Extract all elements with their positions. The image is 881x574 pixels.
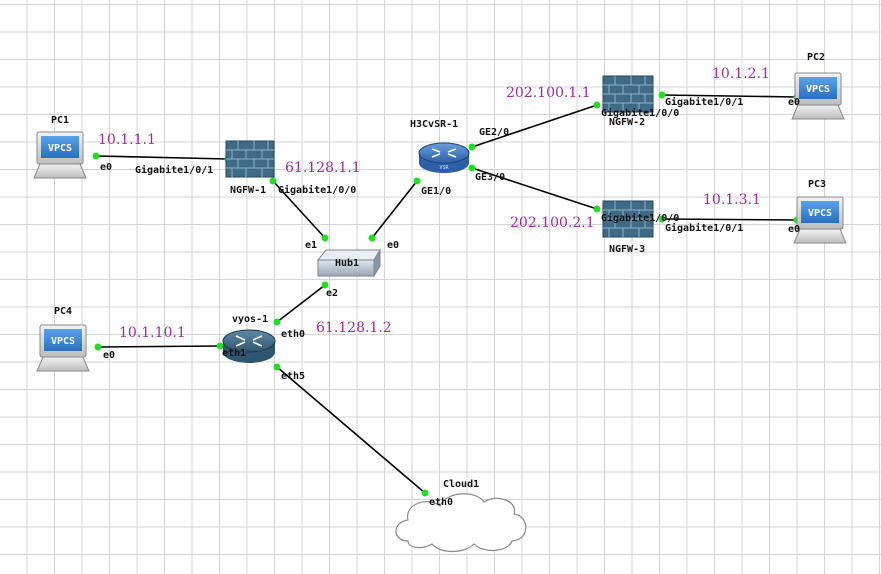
links <box>95 94 798 494</box>
link-router-ngfw3[interactable] <box>471 167 598 210</box>
hub-node[interactable] <box>316 248 381 278</box>
endpoint-dot <box>94 343 102 351</box>
cloud-icon <box>395 493 527 553</box>
brick-firewall-icon <box>602 75 654 113</box>
ip-annotation: 10.1.3.1 <box>703 192 761 208</box>
port-label: Gigabite1/0/1 <box>665 97 744 108</box>
ip-annotation: 202.100.2.1 <box>510 215 595 231</box>
port-label: GE3/0 <box>475 172 506 183</box>
link-hub-vyos[interactable] <box>276 284 326 323</box>
vpcs-pc-icon: VPCS <box>36 324 90 372</box>
endpoint-dot <box>321 281 329 289</box>
port-label: e0 <box>103 350 116 361</box>
pc1-node[interactable]: VPCS <box>33 131 87 179</box>
pc1-label: PC1 <box>51 115 70 126</box>
router-node[interactable]: VSR <box>418 142 470 173</box>
link-router-ngfw2[interactable] <box>471 104 598 148</box>
vyos-label: vyos-1 <box>232 314 269 325</box>
port-label: Gigabite1/0/0 <box>601 108 680 119</box>
link-hub-router[interactable] <box>371 180 418 239</box>
endpoint-dot <box>273 363 281 371</box>
vpcs-screen-label: VPCS <box>808 208 832 219</box>
endpoint-dot <box>216 342 224 350</box>
router-icon <box>222 329 276 363</box>
port-label: GE1/0 <box>421 186 452 197</box>
ngfw3-node[interactable] <box>602 200 654 238</box>
port-label: e1 <box>305 240 318 251</box>
endpoint-dot <box>593 101 601 109</box>
port-label: Gigabite1/0/1 <box>665 223 744 234</box>
endpoint-dot <box>92 152 100 160</box>
pc4-node[interactable]: VPCS <box>36 324 90 372</box>
cloud-node[interactable] <box>395 493 527 553</box>
port-label: e0 <box>100 162 113 173</box>
endpoint-dot <box>658 215 666 223</box>
router-badge: VSR <box>439 165 449 171</box>
port-label: eth1 <box>222 348 247 359</box>
port-label: Gigabite1/0/1 <box>135 165 214 176</box>
ip-annotation: 10.1.10.1 <box>119 325 186 341</box>
vyos-node[interactable] <box>222 329 276 363</box>
endpoint-dot <box>421 489 429 497</box>
endpoint-dot <box>368 234 376 242</box>
port-label: Gigabite1/0/0 <box>601 213 680 224</box>
ngfw1-label: NGFW-1 <box>230 185 267 196</box>
port-label: e0 <box>788 97 801 108</box>
port-label: GE2/0 <box>479 127 510 138</box>
endpoint-dot <box>413 177 421 185</box>
link-vyos-cloud[interactable] <box>276 366 426 494</box>
endpoint-dot <box>468 143 476 151</box>
ip-annotation: 61.128.1.2 <box>316 320 392 336</box>
ngfw2-node[interactable] <box>602 75 654 113</box>
endpoint-dot <box>269 177 277 185</box>
link-pc1-ngfw1[interactable] <box>95 155 229 160</box>
vpcs-pc-icon: VPCS <box>33 131 87 179</box>
port-label: e2 <box>326 288 339 299</box>
port-label: e0 <box>387 240 400 251</box>
brick-firewall-icon <box>602 200 654 238</box>
router-label: H3CvSR-1 <box>410 119 459 130</box>
vpcs-screen-label: VPCS <box>48 143 72 154</box>
port-label: eth0 <box>281 329 306 340</box>
ngfw3-label: NGFW-3 <box>609 244 646 255</box>
pc4-label: PC4 <box>54 306 73 317</box>
link-ngfw2-pc2[interactable] <box>661 94 798 98</box>
pc3-label: PC3 <box>808 179 827 190</box>
port-label: Gigabite1/0/0 <box>278 185 357 196</box>
vpcs-screen-label: VPCS <box>806 84 830 95</box>
ip-annotation: 10.1.2.1 <box>712 66 770 82</box>
ip-annotation: 10.1.1.1 <box>98 132 156 148</box>
pc3-node[interactable]: VPCS <box>793 196 847 244</box>
link-ngfw1-hub[interactable] <box>272 180 326 239</box>
ip-annotation: 61.128.1.1 <box>285 160 361 176</box>
vpcs-pc-icon: VPCS <box>793 196 847 244</box>
endpoint-dot <box>273 318 281 326</box>
router-icon: VSR <box>418 142 470 173</box>
ngfw2-label: NGFW-2 <box>609 117 646 128</box>
vpcs-screen-label: VPCS <box>51 336 75 347</box>
ip-annotation: 202.100.1.1 <box>506 85 591 101</box>
ngfw1-node[interactable] <box>225 140 275 178</box>
port-label: e0 <box>788 224 801 235</box>
hub-icon <box>316 248 381 278</box>
link-pc4-vyos[interactable] <box>97 345 221 348</box>
endpoint-dot <box>593 205 601 213</box>
brick-firewall-icon <box>225 140 275 178</box>
cloud-label: Cloud1 <box>443 479 480 490</box>
endpoint-dot <box>321 234 329 242</box>
hub-label: Hub1 <box>335 258 360 269</box>
pc2-node[interactable]: VPCS <box>791 72 845 120</box>
port-label: eth0 <box>429 497 454 508</box>
port-label: eth5 <box>281 371 306 382</box>
endpoint-dot <box>658 91 666 99</box>
vpcs-pc-icon: VPCS <box>791 72 845 120</box>
endpoint-dot <box>468 164 476 172</box>
pc2-label: PC2 <box>807 52 826 63</box>
link-ngfw3-pc3[interactable] <box>661 218 798 221</box>
